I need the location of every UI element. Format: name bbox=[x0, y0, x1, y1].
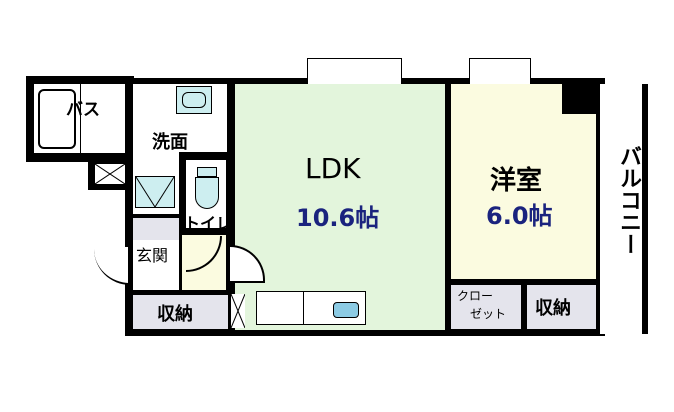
entrance-step bbox=[133, 218, 179, 240]
closet bbox=[451, 285, 521, 329]
entrance bbox=[133, 240, 179, 290]
ldk-room bbox=[235, 84, 445, 330]
closet-label-2: ゼット bbox=[470, 307, 507, 321]
bath-label: バス bbox=[66, 100, 100, 120]
kitchen-counter bbox=[256, 291, 366, 325]
counter-divider bbox=[303, 292, 304, 324]
toilet-tank bbox=[197, 167, 217, 177]
shower-pan bbox=[135, 176, 175, 208]
washroom-label: 洗面 bbox=[152, 132, 188, 153]
bath-divider bbox=[80, 84, 81, 153]
western-window bbox=[469, 58, 531, 84]
bathtub bbox=[38, 89, 76, 149]
storage-right-label: 収納 bbox=[535, 298, 571, 319]
fridge-x bbox=[230, 293, 246, 329]
v-icon bbox=[135, 176, 175, 208]
storage-right bbox=[527, 285, 596, 329]
ldk-label: LDK bbox=[305, 152, 361, 185]
toilet-bowl bbox=[195, 177, 219, 209]
kitchen-sink-icon bbox=[333, 302, 359, 318]
ldk-window bbox=[307, 58, 402, 84]
western-column bbox=[562, 84, 596, 114]
storage-left bbox=[133, 295, 228, 329]
ldk-area: 10.6帖 bbox=[296, 204, 380, 232]
balcony-label: バルコニー bbox=[616, 145, 641, 255]
western-area: 6.0帖 bbox=[486, 202, 553, 230]
storage-left-label: 収納 bbox=[157, 304, 193, 325]
toilet-label: トイレ bbox=[184, 214, 233, 233]
sink-basin-icon bbox=[182, 92, 206, 108]
sink bbox=[176, 86, 212, 114]
entrance-label: 玄関 bbox=[136, 246, 169, 265]
closet-label-1: クロー bbox=[457, 289, 494, 303]
western-room bbox=[451, 84, 596, 279]
x-icon bbox=[94, 163, 126, 185]
western-label: 洋室 bbox=[490, 166, 543, 196]
balcony bbox=[600, 84, 648, 334]
laundry-box bbox=[94, 163, 126, 185]
entrance-door bbox=[94, 247, 130, 285]
x-icon bbox=[230, 293, 246, 329]
